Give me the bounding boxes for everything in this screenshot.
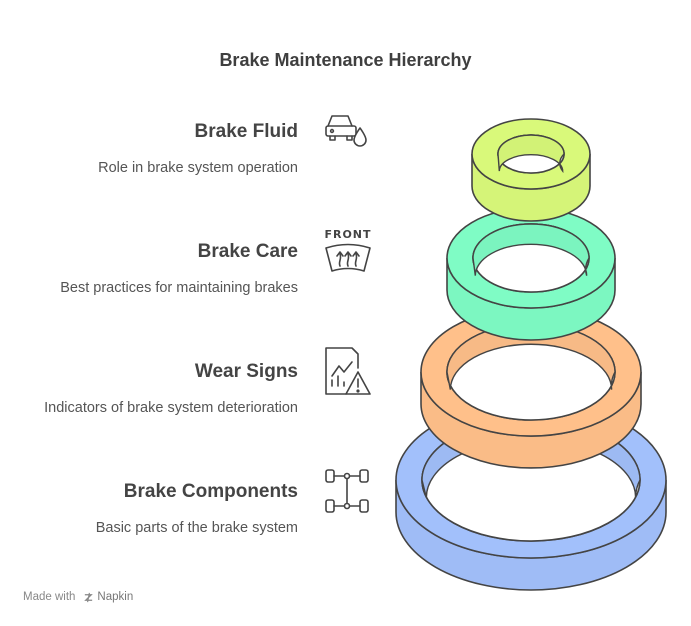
level-description: Best practices for maintaining brakes <box>60 280 298 296</box>
car-fluid-drop-icon <box>322 108 372 158</box>
level-heading: Brake Care <box>197 241 298 262</box>
level-heading: Brake Components <box>123 481 298 502</box>
front-defrost-icon: FRONT <box>322 226 372 276</box>
level-brake-components: Brake Components Basic parts of the brak… <box>96 481 298 536</box>
axle-chassis-icon <box>322 466 372 516</box>
ring-inner-wall <box>497 134 565 174</box>
level-brake-fluid: Brake Fluid Role in brake system operati… <box>98 121 298 176</box>
level-brake-care: Brake Care Best practices for maintainin… <box>60 241 298 296</box>
level-description: Role in brake system operation <box>98 160 298 176</box>
diagram-title: Brake Maintenance Hierarchy <box>219 50 472 70</box>
made-with-text: Made with <box>23 591 76 603</box>
ring-inner-wall <box>472 223 590 276</box>
level-wear-signs: Wear Signs Indicators of brake system de… <box>44 361 298 416</box>
front-icon-text: FRONT <box>324 228 371 241</box>
footer: Made with Napkin <box>23 591 133 603</box>
napkin-logo-icon <box>84 592 94 602</box>
ring-brake-care <box>446 207 616 341</box>
level-description: Basic parts of the brake system <box>95 520 298 536</box>
napkin-brand: Napkin <box>79 591 133 603</box>
level-heading: Wear Signs <box>194 361 298 382</box>
ring-brake-fluid <box>471 118 591 222</box>
level-description: Indicators of brake system deterioration <box>44 400 298 416</box>
chart-warning-icon <box>322 346 372 396</box>
level-heading: Brake Fluid <box>194 121 298 142</box>
ring-wear-signs <box>420 307 642 469</box>
brand-text: Napkin <box>97 591 134 603</box>
